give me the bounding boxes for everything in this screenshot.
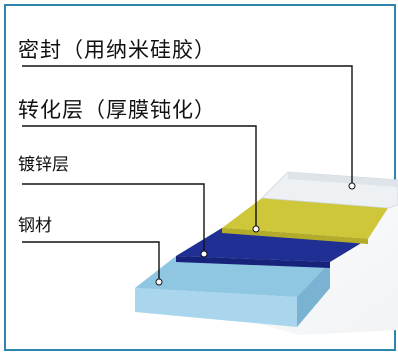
label-steel: 钢材 <box>18 216 52 236</box>
marker-dot-sealing <box>348 182 356 190</box>
label-conversion-layer: 转化层（厚膜钝化） <box>18 98 216 122</box>
leader-line-sealing <box>22 65 353 186</box>
steel-layer-front <box>135 288 297 327</box>
leader-line-conversion <box>22 125 257 229</box>
marker-dot-zinc <box>200 250 208 258</box>
leader-line-zinc <box>22 183 205 254</box>
steel-layer-top <box>135 256 330 297</box>
label-zinc-layer: 镀锌层 <box>18 155 69 175</box>
conversion-layer-edge <box>222 228 368 244</box>
steel-layer-side <box>297 262 330 327</box>
sealing-layer-edge <box>288 172 398 187</box>
zinc-layer-edge <box>176 256 330 268</box>
leader-line-steel <box>22 241 160 282</box>
marker-dot-conversion <box>252 225 260 233</box>
conversion-layer-top <box>222 198 388 239</box>
marker-dot-steel <box>155 278 163 286</box>
label-sealing: 密封（用纳米硅胶） <box>18 38 216 62</box>
